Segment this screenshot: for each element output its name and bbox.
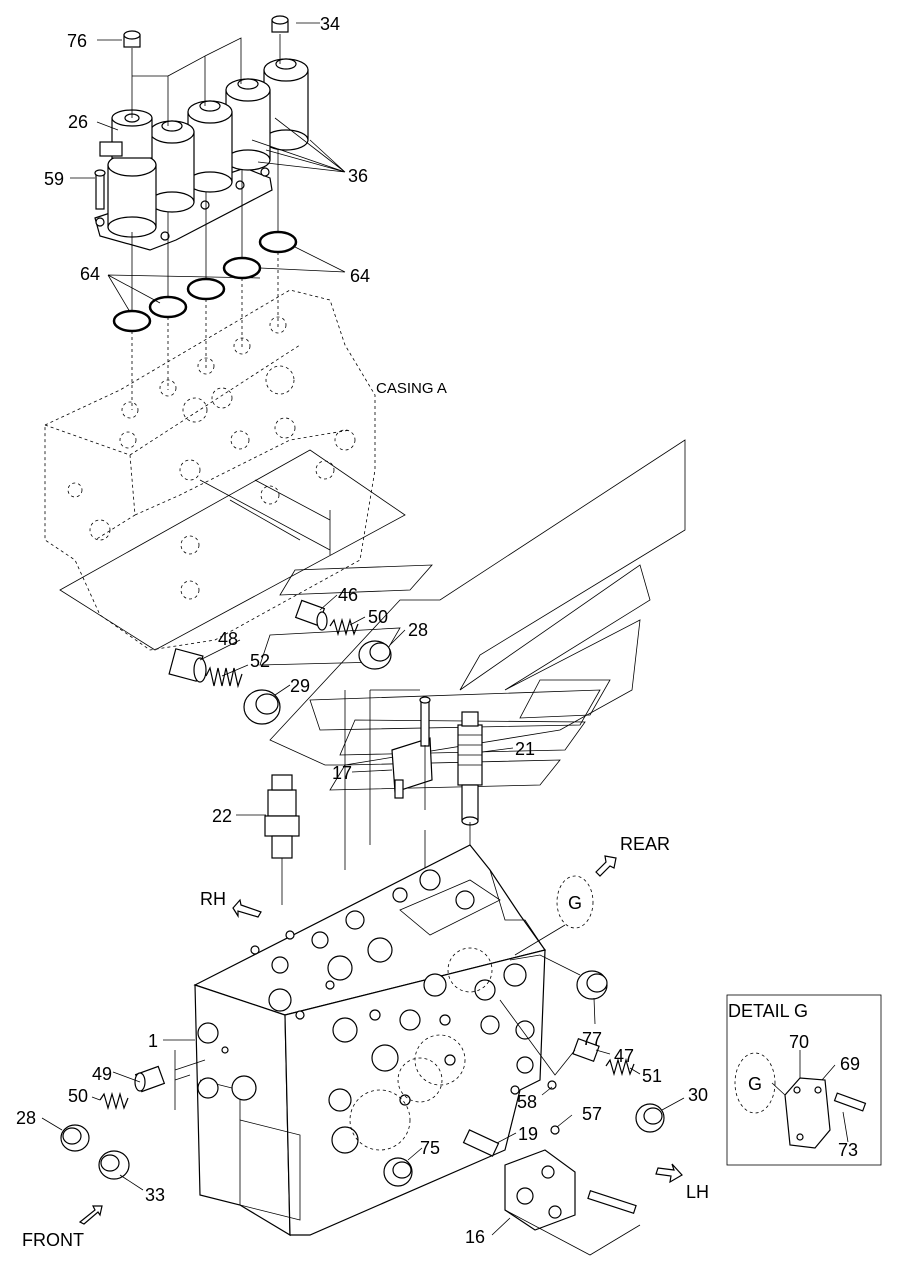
callout-19: 19: [518, 1124, 538, 1144]
rear-arrow-icon: [595, 855, 617, 877]
main-valve-body: [193, 844, 547, 1237]
side-parts: [60, 954, 665, 1256]
callout-28-lower: 28: [16, 1108, 36, 1128]
callout-16: 16: [465, 1227, 485, 1247]
callout-30: 30: [688, 1085, 708, 1105]
callout-69: 69: [840, 1054, 860, 1074]
callout-26: 26: [68, 112, 88, 132]
callout-76: 76: [67, 31, 87, 51]
lh-label: LH: [686, 1182, 709, 1202]
callout-33: 33: [145, 1185, 165, 1205]
solenoid-block: [94, 15, 309, 410]
callout-50-upper: 50: [368, 607, 388, 627]
direction-arrows: [78, 855, 683, 1225]
callout-77: 77: [582, 1029, 602, 1049]
rear-label: REAR: [620, 834, 670, 854]
detail-g-panel: [514, 875, 882, 1166]
detail-g-title: DETAIL G: [728, 1001, 808, 1021]
callout-22: 22: [212, 806, 232, 826]
g-marker-main: G: [568, 893, 582, 913]
callout-21: 21: [515, 739, 535, 759]
callout-51: 51: [642, 1066, 662, 1086]
rh-arrow-icon: [232, 898, 262, 919]
callout-64-left: 64: [80, 264, 100, 284]
callout-29: 29: [290, 676, 310, 696]
callout-58: 58: [517, 1092, 537, 1112]
rh-label: RH: [200, 889, 226, 909]
callout-57: 57: [582, 1104, 602, 1124]
detail-g-marker: G: [748, 1074, 762, 1094]
callout-47: 47: [614, 1046, 634, 1066]
callout-50-lower: 50: [68, 1086, 88, 1106]
callout-labels: 76 34 26 59 36 64 64 CASING A 46 50 28 4…: [16, 14, 860, 1250]
callout-52: 52: [250, 651, 270, 671]
callout-59: 59: [44, 169, 64, 189]
lh-arrow-icon: [655, 1163, 683, 1184]
callout-28-upper: 28: [408, 620, 428, 640]
callout-70: 70: [789, 1032, 809, 1052]
callout-46: 46: [338, 585, 358, 605]
callout-1: 1: [148, 1031, 158, 1051]
front-arrow-icon: [78, 1205, 103, 1225]
callout-73: 73: [838, 1140, 858, 1160]
leader-lines: [41, 22, 849, 1236]
callout-64-right: 64: [350, 266, 370, 286]
front-label: FRONT: [22, 1230, 84, 1250]
callout-36: 36: [348, 166, 368, 186]
callout-75: 75: [420, 1138, 440, 1158]
casing-a-ghost: [44, 289, 406, 651]
callout-34: 34: [320, 14, 340, 34]
callout-17: 17: [332, 763, 352, 783]
casing-a-label: CASING A: [376, 380, 447, 397]
callout-48: 48: [218, 629, 238, 649]
callout-49: 49: [92, 1064, 112, 1084]
mid-parts: [168, 599, 483, 1000]
